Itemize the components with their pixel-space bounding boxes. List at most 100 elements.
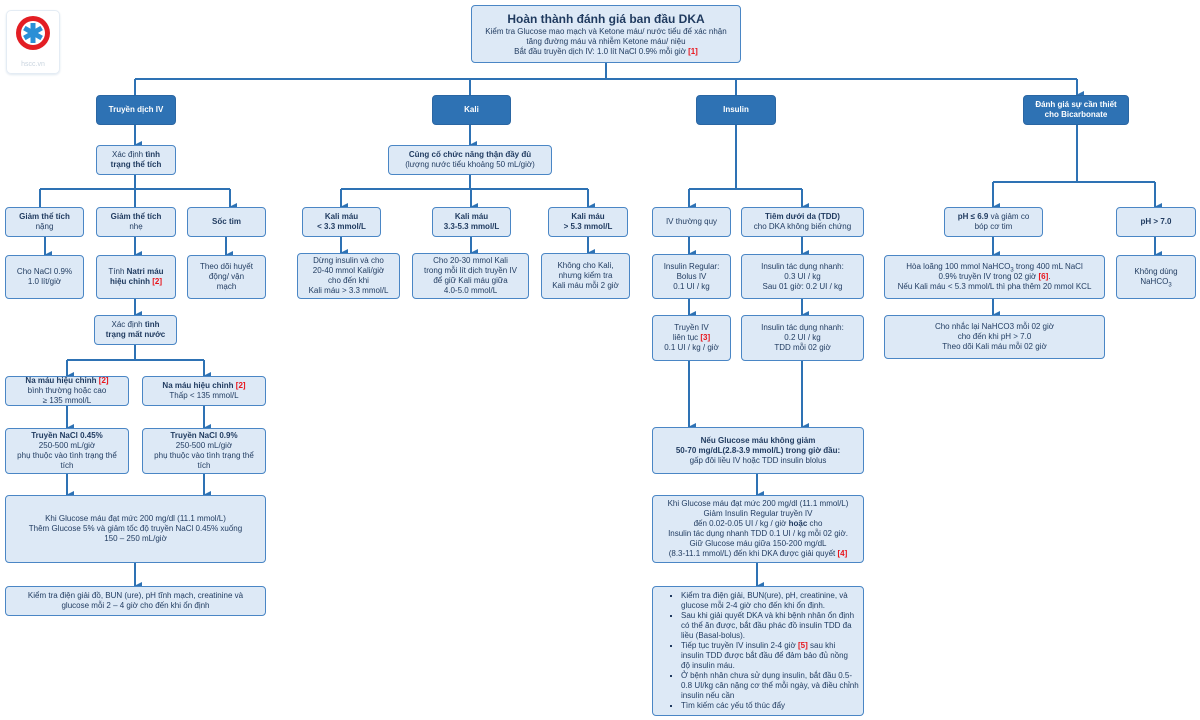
text-line: (lượng nước tiểu khoảng 50 mL/giờ) <box>405 160 535 170</box>
text-segment: Không dùng <box>1134 267 1178 276</box>
text-segment: Kali máu > 3.3 mmol/L <box>308 286 389 295</box>
text-line: Tiêm dưới da (TDD) <box>765 212 840 222</box>
text-line: bóp cơ tim <box>975 222 1013 232</box>
text-line: Theo dõi Kali máu mỗi 02 giờ <box>942 342 1046 352</box>
text-line: Củng cố chức năng thận đầy đủ <box>409 150 531 160</box>
text-line: < 3.3 mmol/L <box>317 222 366 232</box>
reference-marker: [2] <box>152 277 162 286</box>
text-line: glucose mỗi 2 – 4 giờ cho đến khi ổn địn… <box>61 601 209 611</box>
text-segment: 250-500 mL/giờ <box>38 441 96 450</box>
text-segment: trạng mất nước <box>105 330 166 339</box>
text-segment: bình thường hoặc cao <box>27 386 107 395</box>
text-line: Kali máu <box>571 212 604 222</box>
text-line: Kali máu > 3.3 mmol/L <box>309 286 389 296</box>
text-segment: trong 400 mL NaCl <box>1013 262 1083 271</box>
text-segment: Truyền NaCl 0.45% <box>31 431 103 440</box>
reference-marker: [4] <box>837 549 848 558</box>
list-item: Tiếp tục truyền IV insulin 2-4 giờ [5] s… <box>681 641 859 671</box>
text-segment: trạng thể tích <box>110 160 162 169</box>
text-segment: Thấp < 135 mmol/L <box>169 391 239 400</box>
text-segment: 250-500 mL/giờ <box>175 441 233 450</box>
text-line: mạch <box>217 282 237 292</box>
text-line: để giữ Kali máu giữa <box>433 276 507 286</box>
text-segment: nhẹ <box>129 222 143 231</box>
text-segment: tình <box>145 150 161 159</box>
text-line: Kali máu <box>325 212 358 222</box>
text-segment: Giảm thể tích <box>19 212 70 221</box>
text-segment: 4.0-5.0 mmol/L <box>443 286 498 295</box>
bicarbonate-give-box: Hòa loãng 100 mmol NaHCO3 trong 400 mL N… <box>884 255 1105 299</box>
text-segment: Đánh giá sự cần thiết <box>1035 100 1117 109</box>
text-segment: Củng cố chức năng thận đầy đủ <box>408 150 532 159</box>
text-segment: Kali máu <box>454 212 489 221</box>
text-segment: phụ thuộc vào tình trạng thể <box>17 451 117 460</box>
text-segment: (lượng nước tiểu khoảng 50 mL/giờ) <box>405 160 535 169</box>
logo: hscc.vn <box>6 10 60 74</box>
text-segment: Thêm Glucose 5% và giảm tốc độ truyền Na… <box>28 524 243 533</box>
text-line: Giảm thể tích <box>111 212 162 222</box>
text-line: tích <box>61 461 74 471</box>
add-glucose-box: Khi Glucose máu đạt mức 200 mg/dl (11.1 … <box>5 495 266 563</box>
text-segment: tăng đường máu và nhiễm Ketone máu/ niệu <box>526 36 686 46</box>
text-line: 0.9% truyền IV trong 02 giờ [6]. <box>939 272 1051 282</box>
text-line: Khi Glucose máu đạt mức 200 mg/dl (11.1 … <box>45 514 226 524</box>
text-line: Bắt đầu truyền dịch IV: 1.0 lít NaCl 0.9… <box>514 47 698 57</box>
text-line: > 5.3 mmol/L <box>564 222 613 232</box>
list-item: Tìm kiếm các yếu tố thúc đẩy <box>681 701 859 711</box>
text-line: động/ vận <box>209 272 244 282</box>
text-line: (8.3-11.1 mmol/L) đến khi DKA được giải … <box>669 549 848 559</box>
text-line: 0.3 UI / kg <box>784 272 820 282</box>
text-segment: Ở bệnh nhân chưa sử dụng insulin, bắt đầ… <box>681 671 859 700</box>
text-segment: 0.1 UI / kg <box>673 281 710 291</box>
text-line: phụ thuộc vào tình trạng thể <box>154 451 254 461</box>
text-segment: Na máu hiệu chỉnh <box>25 376 97 385</box>
text-segment: Khi Glucose máu đạt mức 200 mg/dl (11.1 … <box>667 499 849 508</box>
text-segment: Nếu Kali máu < 5.3 mmol/L thì pha thêm 2… <box>897 282 1092 291</box>
text-segment: 3 <box>1010 267 1014 274</box>
text-line: bình thường hoặc cao <box>28 386 107 396</box>
potassium-header: Kali <box>432 95 511 125</box>
text-line: Truyền NaCl 0.45% <box>31 431 103 441</box>
reference-marker: [2] <box>98 376 109 385</box>
text-segment: Cho 20-30 mmol Kali <box>433 256 508 265</box>
iv-fluids-header: Truyền dịch IV <box>96 95 176 125</box>
text-segment: TDD mỗi 02 giờ <box>774 343 831 352</box>
text-line: Cho NaCl 0.9% <box>17 267 72 277</box>
text-segment: tích <box>197 461 211 470</box>
text-segment: Bắt đầu truyền dịch IV: 1.0 lít NaCl 0.9… <box>514 46 689 56</box>
text-line: cho Bicarbonate <box>1045 110 1108 120</box>
text-line: Insulin Regular: <box>664 262 720 272</box>
text-segment: Nếu Glucose máu không giảm <box>700 435 816 445</box>
reference-marker: [3] <box>700 333 711 342</box>
reference-marker: [2] <box>235 381 246 390</box>
text-line: Xác định tình <box>111 320 159 330</box>
text-segment: trong mỗi lít dịch truyền IV <box>424 266 517 275</box>
text-line: Thêm Glucose 5% và giảm tốc độ truyền Na… <box>29 524 242 534</box>
text-line: 4.0-5.0 mmol/L <box>444 286 497 296</box>
text-segment: 0.1 UI / kg / giờ <box>664 343 719 352</box>
text-line: cho đến khi <box>328 276 369 286</box>
text-segment: Kiểm tra điện giải, BUN(ure), pH, creati… <box>681 591 848 610</box>
text-segment: Tìm kiếm các yếu tố thúc đẩy <box>681 701 786 710</box>
text-line: 3.3-5.3 mmol/L <box>444 222 500 232</box>
text-line: Hòa loãng 100 mmol NaHCO3 trong 400 mL N… <box>906 262 1083 274</box>
text-segment: tình <box>144 320 160 329</box>
text-line: 250-500 mL/giờ <box>39 441 95 451</box>
text-segment: sau khi insulin TDD được bắt đầu để đảm … <box>681 641 849 670</box>
text-line: Không cho Kali, <box>557 261 613 271</box>
